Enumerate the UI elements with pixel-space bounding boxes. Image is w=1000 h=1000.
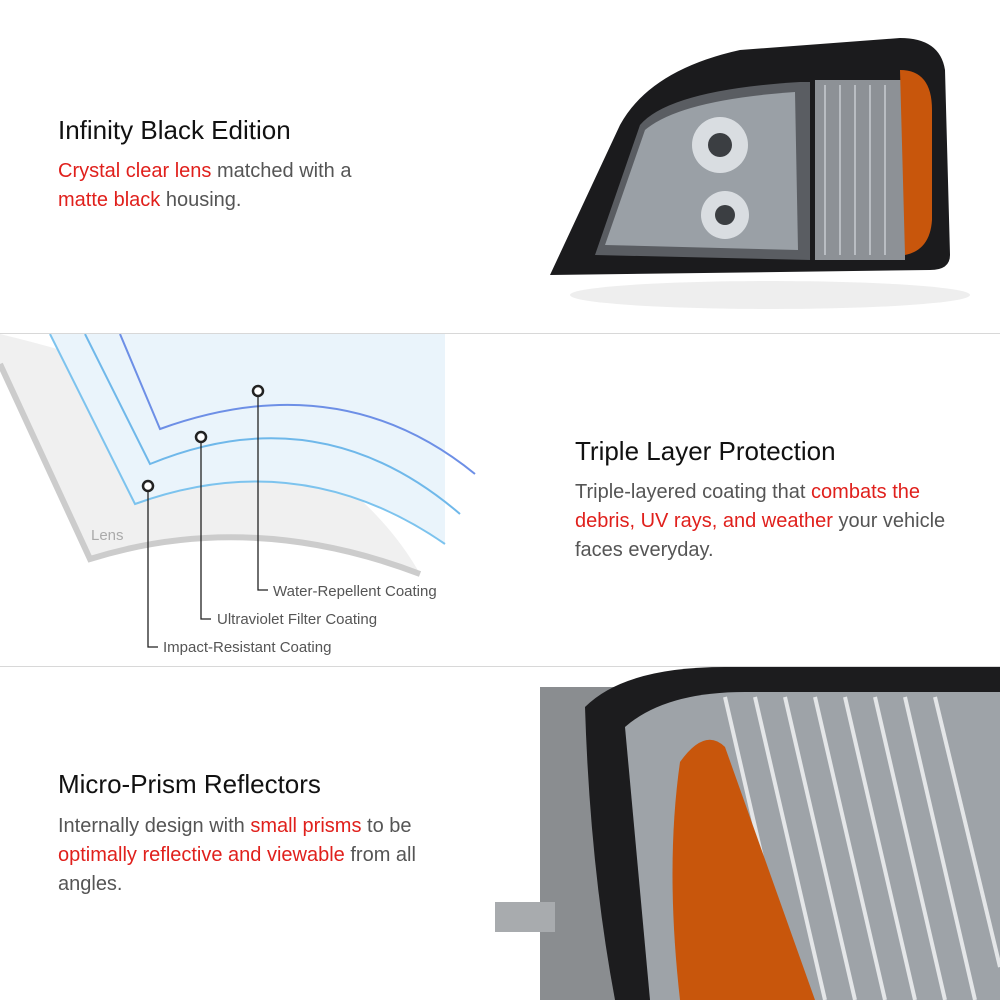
body-text: matched with a (211, 160, 352, 182)
section-triple-layer: Lens Water-Repellent Coating Ultraviolet… (0, 334, 1000, 667)
layer-label-water-repellent: Water-Repellent Coating (273, 583, 437, 600)
section-title: Triple Layer Protection (575, 436, 836, 466)
layer-label-uv-filter: Ultraviolet Filter Coating (217, 611, 378, 628)
body-text: your vehicle faces everyday. (575, 510, 946, 561)
body-text: housing. (160, 189, 242, 211)
highlight-text: combats the debris, UV rays, and weather (575, 481, 920, 532)
body-text: to be (361, 815, 412, 837)
body-text: from all angles. (58, 844, 416, 895)
highlight-text: matte black (58, 189, 161, 211)
divider (0, 666, 1000, 667)
layer-label-impact-resistant: Impact-Resistant Coating (163, 639, 332, 656)
coating-diagram (0, 334, 476, 648)
highlight-text: optimally reflective and viewable (58, 844, 345, 866)
headlight-image (550, 38, 970, 309)
section-body: Triple-layered coating that combats the … (575, 478, 955, 565)
highlight-text: Crystal clear lens (58, 160, 212, 182)
reflector-closeup-image (495, 667, 1000, 1000)
section-micro-prism: Micro-Prism Reflectors Internally design… (0, 667, 1000, 1000)
body-text: Triple-layered coating that (575, 481, 812, 503)
highlight-text: small prisms (250, 815, 362, 837)
section-body: Crystal clear lens matched with a matte … (58, 157, 398, 215)
section-title: Infinity Black Edition (58, 115, 291, 145)
lens-label: Lens (91, 527, 124, 544)
section-title: Micro-Prism Reflectors (58, 769, 321, 799)
section-body: Internally design with small prisms to b… (58, 812, 428, 899)
divider (0, 333, 1000, 334)
section-infinity-black: Infinity Black Edition Crystal clear len… (0, 0, 1000, 333)
body-text: Internally design with (58, 815, 251, 837)
